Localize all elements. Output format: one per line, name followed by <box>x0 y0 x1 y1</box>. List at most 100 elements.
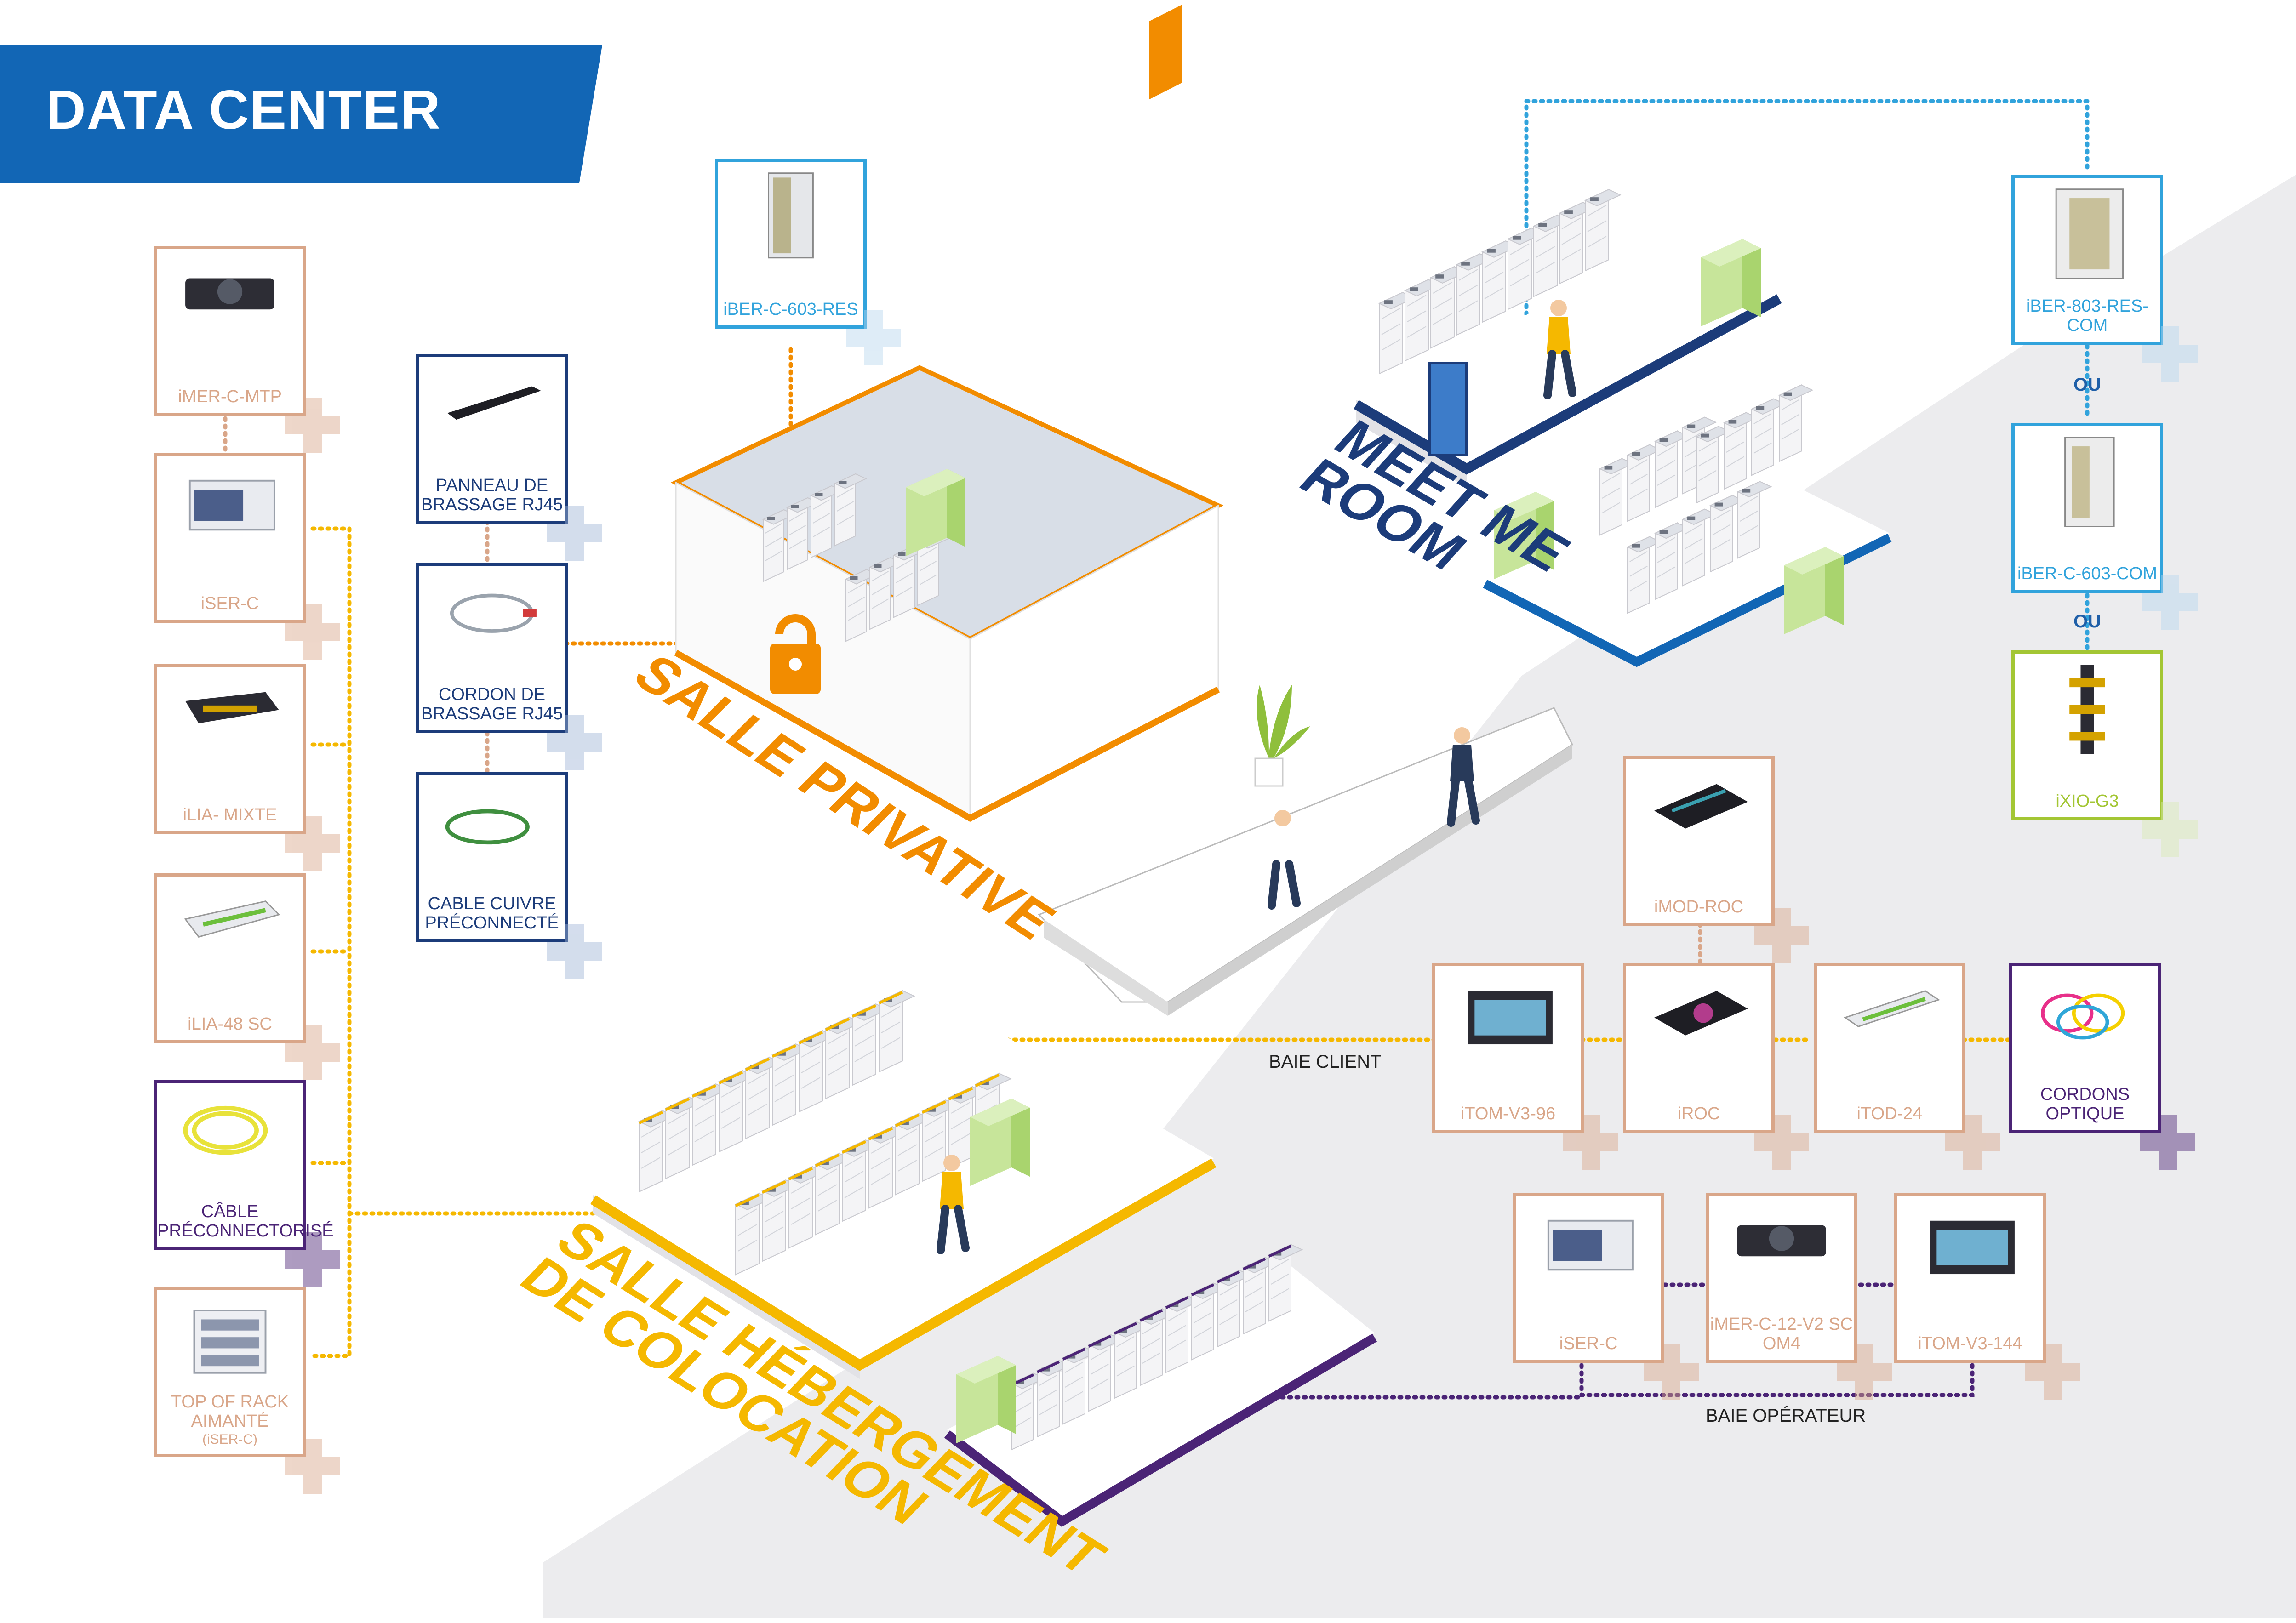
rack-slot <box>764 1211 784 1223</box>
client-card-1[interactable]: iTOM-V3-96 <box>1432 963 1584 1133</box>
left-card-5[interactable]: TOP OF RACK AIMANTÉ(iSER-C) <box>154 1287 306 1457</box>
rack-slot <box>844 1186 864 1198</box>
operator-card-2[interactable]: iTOM-V3-144 <box>1894 1193 2046 1363</box>
right-card-1[interactable]: iBER-C-603-COM <box>2011 423 2163 593</box>
left-card-1[interactable]: iSER-C <box>154 453 306 623</box>
left-card-4-plus-icon[interactable] <box>285 1232 340 1287</box>
rack-screen <box>1742 489 1751 493</box>
rack-slot <box>1587 220 1607 232</box>
rack-screen <box>767 517 775 520</box>
copper-card-2-plus-icon[interactable] <box>547 924 602 979</box>
copper-card-1-plus-icon[interactable] <box>547 715 602 770</box>
room2-rack-a-2 <box>1654 430 1690 508</box>
hebergement-rack-a-9 <box>878 990 915 1073</box>
left-card-2-plus-icon[interactable] <box>285 816 340 871</box>
client-card-2[interactable]: iROC <box>1623 963 1775 1133</box>
rack-screen <box>1435 274 1444 279</box>
left-card-1-plus-icon[interactable] <box>285 604 340 660</box>
hebergement-green-cabinet <box>970 1099 1030 1186</box>
client-card-3[interactable]: iTOD-24 <box>1814 963 1965 1133</box>
rack-slot <box>1629 551 1648 562</box>
rack-slot <box>1245 1271 1263 1283</box>
rack-slot <box>1407 310 1427 322</box>
room2-rack-b-0 <box>1695 426 1731 504</box>
cabinet-icon <box>2064 437 2115 527</box>
left-card-0[interactable]: iMER-C-MTP <box>154 246 306 416</box>
top-card-iber[interactable]: iBER-C-603-RES <box>715 159 867 329</box>
rack-slot <box>847 610 865 621</box>
left-card-3[interactable]: iLIA-48 SC <box>154 873 306 1043</box>
rack-top <box>1681 416 1717 433</box>
operator-card-0-plus-icon[interactable] <box>1644 1344 1699 1400</box>
copper-card-1[interactable]: CORDON DE BRASSAGE RJ45 <box>416 563 568 733</box>
left-card-3-plus-icon[interactable] <box>285 1025 340 1080</box>
client-card-2-plus-icon[interactable] <box>1754 1115 1809 1170</box>
rack-accent <box>825 1017 850 1031</box>
right-card-0[interactable]: iBER-803-RES-COM <box>2011 175 2163 345</box>
client-card-1-plus-icon[interactable] <box>1563 1115 1618 1170</box>
client-card-0[interactable]: iMOD-ROC <box>1623 756 1775 926</box>
operator-card-2-plus-icon[interactable] <box>2025 1344 2080 1400</box>
left-card-0-plus-icon[interactable] <box>285 398 340 453</box>
top-card-iber-plus-icon[interactable] <box>846 310 901 365</box>
client-card-0-plus-icon[interactable] <box>1754 908 1809 963</box>
operator-rack-5 <box>1139 1308 1175 1386</box>
copper-card-0[interactable]: PANNEAU DE BRASSAGE RJ45 <box>416 354 568 524</box>
left-card-2[interactable]: iLIA- MIXTE <box>154 664 306 834</box>
client-card-3-plus-icon[interactable] <box>1945 1115 2000 1170</box>
rack-slot <box>836 515 854 525</box>
rack-slot <box>1753 442 1772 454</box>
rack-slot <box>881 1006 901 1018</box>
rack-slot <box>1740 525 1758 536</box>
rack-slot <box>1536 262 1555 273</box>
meet-me-rack-8 <box>1584 188 1622 272</box>
technician-figure-2 <box>937 1155 970 1254</box>
operator-card-1-plus-icon[interactable] <box>1837 1344 1892 1400</box>
rack-slot <box>1685 538 1703 549</box>
rack-accent <box>761 1180 787 1194</box>
copper-card-2[interactable]: CABLE CUIVRE PRÉCONNECTÉ <box>416 772 568 942</box>
rack-slot <box>871 571 889 581</box>
rack-slot <box>1698 440 1717 452</box>
rack-slot <box>737 1224 757 1236</box>
rack-slot <box>694 1099 714 1111</box>
rack-slot <box>1510 274 1530 286</box>
operator-card-1[interactable]: iMER-C-12-V2 SC OM4 <box>1706 1193 1857 1363</box>
rack-slot <box>791 1197 811 1209</box>
rack-accent <box>895 1113 920 1128</box>
rack-slot <box>1629 473 1648 485</box>
rack-slot <box>951 1102 971 1114</box>
client-card-4[interactable]: CORDONS OPTIQUE <box>2009 963 2161 1133</box>
operator-card-0-label: iSER-C <box>1559 1334 1618 1353</box>
operator-floor-top <box>947 1259 1375 1517</box>
connector-line-1 <box>310 526 352 1358</box>
rack-accent <box>851 1004 877 1018</box>
client-card-4-plus-icon[interactable] <box>2140 1115 2195 1170</box>
rack-slot <box>881 1021 901 1033</box>
rack-screen <box>1410 287 1418 291</box>
copper-card-0-plus-icon[interactable] <box>547 506 602 561</box>
rack-screen <box>1461 262 1470 266</box>
rack-slot <box>1194 1312 1212 1323</box>
right-card-1-plus-icon[interactable] <box>2142 575 2198 630</box>
right-card-0-plus-icon[interactable] <box>2142 326 2198 382</box>
rack-accent <box>1114 1322 1137 1335</box>
operator-card-0[interactable]: iSER-C <box>1513 1193 1664 1363</box>
right-card-2[interactable]: iXIO-G3 <box>2011 650 2163 820</box>
privative-rack-b-0 <box>845 569 878 642</box>
rack-slot <box>854 1035 874 1047</box>
rack-slot <box>801 1077 821 1089</box>
room2-rack-b-2 <box>1750 398 1786 476</box>
rack-slot <box>828 1064 847 1076</box>
rack-slot <box>1245 1301 1263 1312</box>
operator-rack-8 <box>1216 1270 1252 1348</box>
left-card-5-plus-icon[interactable] <box>285 1439 340 1494</box>
padlock-icon <box>770 614 821 694</box>
hebergement-rack-a-3 <box>718 1070 755 1153</box>
cabinet-side <box>1011 1099 1030 1177</box>
operator-rack-6 <box>1165 1295 1200 1373</box>
right-card-2-plus-icon[interactable] <box>2142 802 2198 857</box>
rack-accent <box>921 1100 947 1114</box>
left-card-4[interactable]: CÂBLE PRÉCONNECTORISÉ <box>154 1080 334 1250</box>
person-legs <box>937 1205 970 1254</box>
